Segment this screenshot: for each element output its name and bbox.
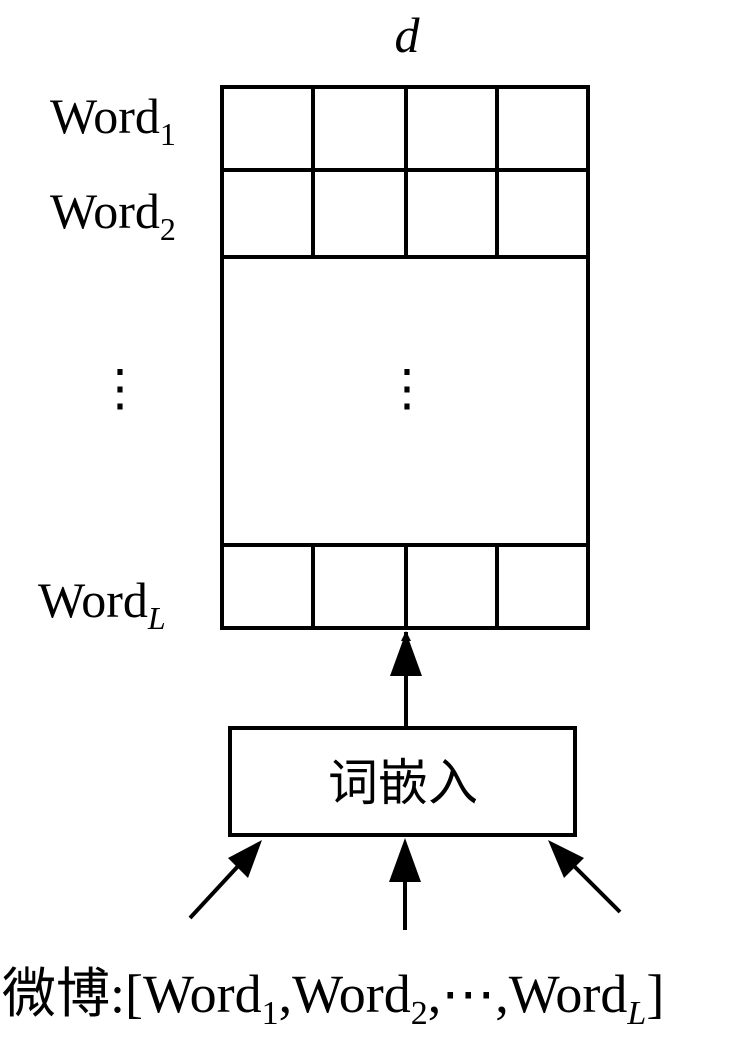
arrowhead [390, 632, 422, 676]
input-sequence: 微博:[Word1,Word2,⋯,WordL] [2, 964, 664, 1032]
word-embedding-label: 词嵌入 [328, 755, 478, 811]
input-arrowheads [228, 838, 584, 882]
row-label-word-2: Word2 [50, 183, 176, 247]
input-arrows [188, 862, 622, 930]
matrix-ellipsis: ⋮ [382, 360, 432, 416]
embedding-matrix [220, 85, 590, 630]
word-embedding-box [228, 726, 577, 837]
row-label-word-l: WordL [38, 572, 166, 636]
row-label-word-1: Word1 [50, 88, 176, 152]
dimension-label: d [395, 7, 421, 63]
row-ellipsis: ⋮ [95, 360, 145, 416]
